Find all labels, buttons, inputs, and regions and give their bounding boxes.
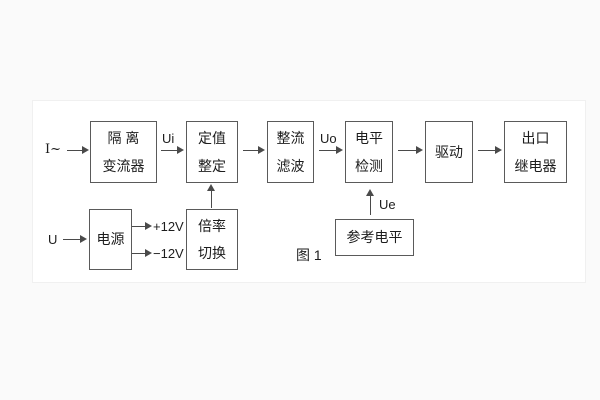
arrow-uo-line	[319, 150, 336, 151]
arrow-drive-to-relay-head	[495, 146, 502, 154]
block-output-relay-line1: 出口	[521, 130, 550, 147]
label-signal-uo: Uo	[320, 131, 337, 146]
label-input-current: I~	[45, 142, 62, 157]
block-ratio-switch: 倍率 切换	[186, 209, 238, 270]
arrow-setting-to-rectify-head	[258, 146, 265, 154]
block-isolation-transformer: 隔 离 变流器	[90, 121, 157, 183]
block-reference-level-label: 参考电平	[346, 229, 403, 246]
arrow-input-current-line	[67, 150, 82, 151]
arrow-detect-to-drive-head	[416, 146, 423, 154]
block-ratio-switch-line2: 切换	[198, 245, 226, 261]
block-setting-line2: 整定	[198, 157, 226, 174]
arrow-input-voltage-head	[80, 235, 87, 243]
diagram-panel: 隔 离 变流器 定值 整定 整流 滤波 电平 检测 驱动 出口 继电器 电源 倍…	[32, 100, 586, 283]
block-output-relay-line2: 继电器	[514, 157, 557, 174]
arrow-ui-line	[161, 150, 177, 151]
label-signal-ue: Ue	[379, 197, 396, 212]
arrow-plus12v-line	[132, 226, 145, 227]
arrow-ui-head	[177, 146, 184, 154]
block-level-detect-line2: 检测	[355, 157, 383, 174]
arrow-uo-head	[336, 146, 343, 154]
arrow-input-voltage-line	[63, 239, 80, 240]
arrow-setting-to-rectify-line	[243, 150, 258, 151]
block-isolation-transformer-line2: 变流器	[102, 157, 145, 174]
block-level-detect: 电平 检测	[345, 121, 393, 183]
block-ratio-switch-line1: 倍率	[198, 217, 226, 234]
arrow-minus12v-head	[145, 249, 152, 257]
block-drive: 驱动	[425, 121, 473, 183]
block-setting: 定值 整定	[186, 121, 238, 183]
block-power-label: 电源	[96, 231, 125, 248]
arrow-drive-to-relay-line	[478, 150, 495, 151]
block-reference-level: 参考电平	[335, 219, 414, 256]
arrow-ue-line	[370, 196, 371, 215]
arrow-input-current-head	[82, 146, 89, 154]
block-level-detect-line1: 电平	[355, 130, 383, 147]
label-minus12v: −12V	[153, 246, 184, 261]
block-drive-label: 驱动	[435, 143, 463, 160]
label-signal-ui: Ui	[162, 131, 175, 146]
arrow-ratio-to-setting-head	[207, 184, 215, 191]
block-isolation-transformer-line1: 隔 离	[107, 130, 140, 147]
arrow-ratio-to-setting-line	[211, 191, 212, 208]
label-input-voltage: U	[48, 232, 58, 247]
block-rectify-filter-line1: 整流	[276, 130, 305, 147]
label-plus12v: +12V	[153, 219, 184, 234]
arrow-detect-to-drive-line	[398, 150, 416, 151]
arrow-ue-head	[366, 189, 374, 196]
block-rectify-filter: 整流 滤波	[267, 121, 314, 183]
arrow-plus12v-head	[145, 222, 152, 230]
block-output-relay: 出口 继电器	[504, 121, 567, 183]
arrow-minus12v-line	[132, 253, 145, 254]
block-power: 电源	[89, 209, 132, 270]
block-setting-line1: 定值	[198, 130, 226, 147]
caption-figure: 图 1	[296, 247, 322, 263]
block-rectify-filter-line2: 滤波	[276, 157, 305, 174]
